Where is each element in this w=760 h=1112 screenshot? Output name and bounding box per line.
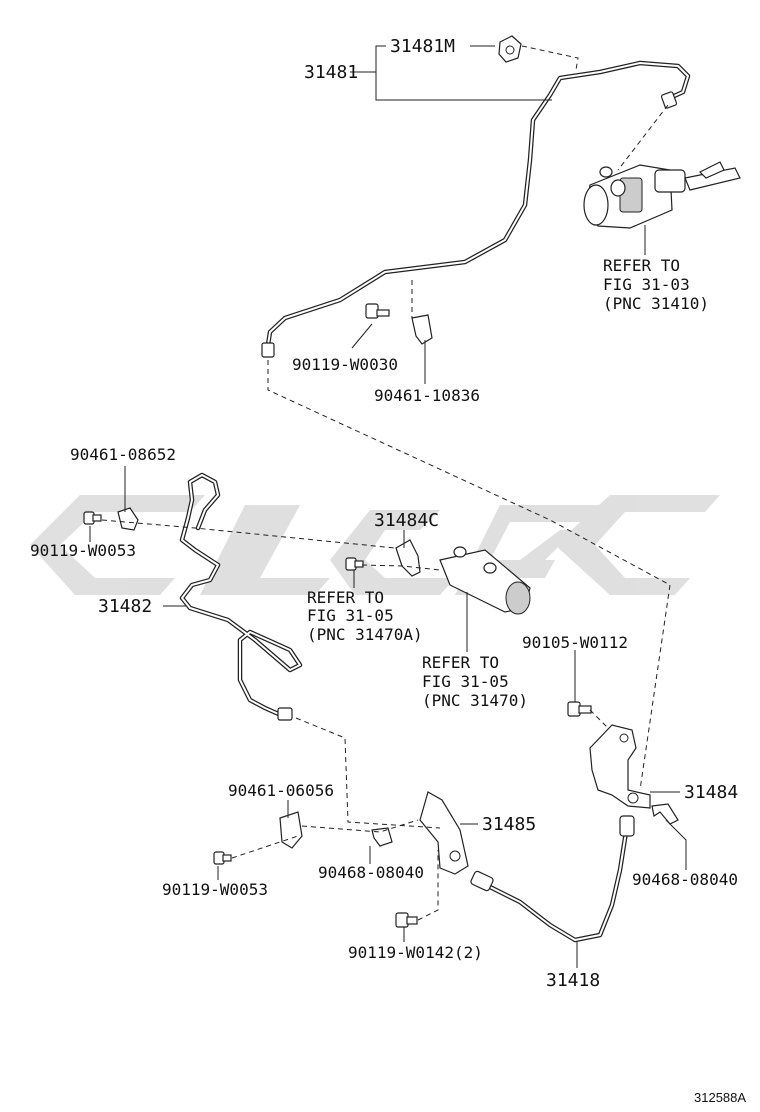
label-31484c: 31484C: [374, 510, 439, 531]
label-90461-08652: 90461-08652: [70, 445, 176, 464]
clamp-90461-10836: [411, 314, 433, 345]
clip-31481m: [498, 35, 522, 63]
label-90461-10836: 90461-10836: [374, 386, 480, 405]
guide-lines: [101, 45, 671, 921]
label-31481m: 31481M: [390, 36, 455, 57]
label-90468-08040-a: 90468-08040: [318, 863, 424, 882]
ref1-line2: FIG 31-03: [603, 275, 690, 294]
reference-note-31470a: REFER TO FIG 31-05 (PNC 31470A): [307, 588, 423, 644]
label-31485: 31485: [482, 814, 536, 835]
bracket-31485: [419, 791, 469, 875]
bolt-90119-w0142: [395, 912, 418, 928]
flex-hose-31418: [470, 815, 635, 943]
ref3-line3: (PNC 31470): [422, 691, 528, 710]
label-90119-w0053-b: 90119-W0053: [162, 880, 268, 899]
label-90119-w0030: 90119-W0030: [292, 355, 398, 374]
label-31481: 31481: [304, 62, 358, 83]
label-31484: 31484: [684, 782, 738, 803]
ref2-line1: REFER TO: [307, 588, 384, 607]
illustration-id: 312588A: [694, 1090, 746, 1105]
label-90119-w0142: 90119-W0142(2): [348, 943, 483, 962]
ref2-line2: FIG 31-05: [307, 606, 394, 625]
label-90468-08040-b: 90468-08040: [632, 870, 738, 889]
bolt-90105-w0112: [567, 701, 592, 717]
ref1-line3: (PNC 31410): [603, 294, 709, 313]
part-labels: 31481M 31481 90119-W0030 90461-10836 904…: [30, 36, 738, 991]
ref2-line3: (PNC 31470A): [307, 625, 423, 644]
leader-lines: [89, 45, 687, 968]
label-90461-06056: 90461-06056: [228, 781, 334, 800]
bolt-90119-w0053-b: [213, 851, 232, 865]
bracket-31484: [589, 724, 651, 809]
bolt-31484c: [345, 557, 364, 571]
bolt-90119-w0030: [365, 303, 390, 319]
clamp-90461-06056: [279, 811, 303, 849]
ref3-line1: REFER TO: [422, 653, 499, 672]
label-90105-w0112: 90105-W0112: [522, 633, 628, 652]
clutch-line-31482: [179, 472, 303, 721]
label-31418: 31418: [546, 970, 600, 991]
ref1-line1: REFER TO: [603, 256, 680, 275]
clamp-90461-08652: [117, 507, 139, 531]
master-cylinder: [583, 161, 741, 255]
reference-note-31410: REFER TO FIG 31-03 (PNC 31410): [603, 256, 709, 313]
clip-90468-08040-a: [371, 827, 393, 847]
label-90119-w0053-a: 90119-W0053: [30, 541, 136, 560]
label-31482: 31482: [98, 596, 152, 617]
bolt-90119-w0053-a: [83, 511, 102, 525]
clip-90468-08040-b: [651, 803, 679, 825]
release-cylinder: [439, 546, 531, 615]
ref3-line2: FIG 31-05: [422, 672, 509, 691]
bracket-31484c: [395, 539, 421, 577]
clutch-line-31481: [261, 60, 691, 358]
reference-note-31470: REFER TO FIG 31-05 (PNC 31470): [422, 653, 528, 710]
